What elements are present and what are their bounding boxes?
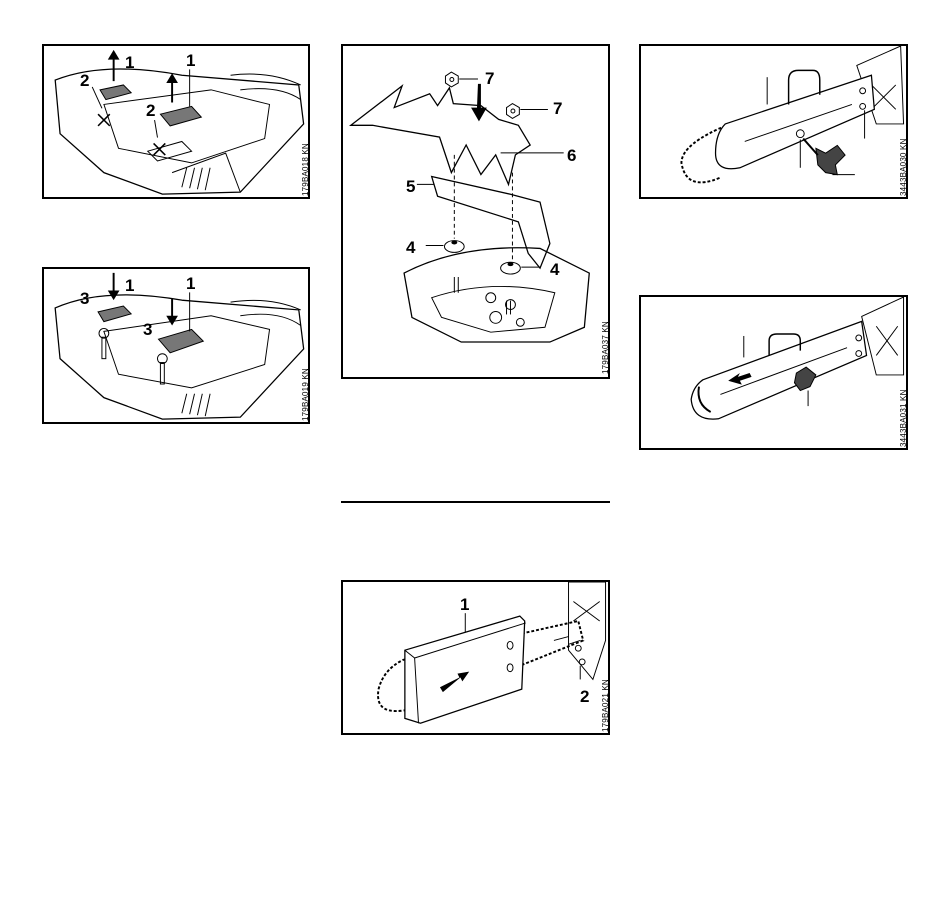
callout-2: 2 <box>80 72 89 89</box>
callout-1: 1 <box>186 52 195 69</box>
spike-plate <box>351 86 530 185</box>
callout-2: 2 <box>580 688 589 705</box>
callout-6: 6 <box>567 147 576 164</box>
figure-install-pads: 1 1 3 3 179BA019 KN <box>42 267 310 424</box>
chainsaw-handle-drawing <box>44 46 308 197</box>
figure-chain-guard: 1 2 179BA021 KN <box>341 580 610 735</box>
arrow-down-1 <box>108 273 120 300</box>
callout-5: 5 <box>406 178 415 195</box>
figure-code: 179BA018 KN <box>301 143 310 196</box>
bracket <box>432 177 550 269</box>
pad-right <box>160 106 201 125</box>
nut <box>507 104 520 119</box>
callout-1: 1 <box>460 596 469 613</box>
callout-4: 4 <box>550 261 559 278</box>
arrow-up-1 <box>108 50 120 81</box>
figure-code: 179BA021 KN <box>601 679 610 732</box>
bar-cover-drawing <box>641 46 906 197</box>
figure-remove-pads: 1 1 2 2 179BA018 KN <box>42 44 310 199</box>
figure-bumper-spike: 7 7 6 5 4 4 179BA037 KN <box>341 44 610 379</box>
figure-code: 3443BA030 KN <box>899 138 908 196</box>
knob <box>816 145 845 174</box>
callout-3: 3 <box>143 321 152 338</box>
section-divider <box>341 501 610 503</box>
figure-code: 3443BA031 KN <box>899 389 908 447</box>
pad-left <box>98 306 131 322</box>
figure-code: 179BA019 KN <box>301 368 310 421</box>
washer <box>796 130 804 138</box>
callout-4: 4 <box>406 239 415 256</box>
bumper-spike-drawing <box>343 46 608 377</box>
figure-bar-cover-knob: 3443BA030 KN <box>639 44 908 199</box>
callout-7: 7 <box>553 100 562 117</box>
pad-left <box>100 85 131 100</box>
callout-2: 2 <box>146 102 155 119</box>
bar-cover <box>691 321 866 419</box>
callout-7: 7 <box>485 70 494 87</box>
bar-cover <box>716 75 875 169</box>
arrow-up-2 <box>166 73 178 102</box>
figure-bar-cover-slide: 3443BA031 KN <box>639 295 908 450</box>
callout-1: 1 <box>125 54 134 71</box>
callout-1: 1 <box>125 277 134 294</box>
nut <box>445 72 458 87</box>
chain-guard-drawing <box>343 582 608 733</box>
bar-cover-drawing <box>641 297 906 448</box>
callout-1: 1 <box>186 275 195 292</box>
figure-code: 179BA037 KN <box>601 321 610 374</box>
arrow-down <box>471 84 487 121</box>
callout-3: 3 <box>80 290 89 307</box>
arrow-down-2 <box>166 298 178 325</box>
pad-right <box>158 329 203 352</box>
